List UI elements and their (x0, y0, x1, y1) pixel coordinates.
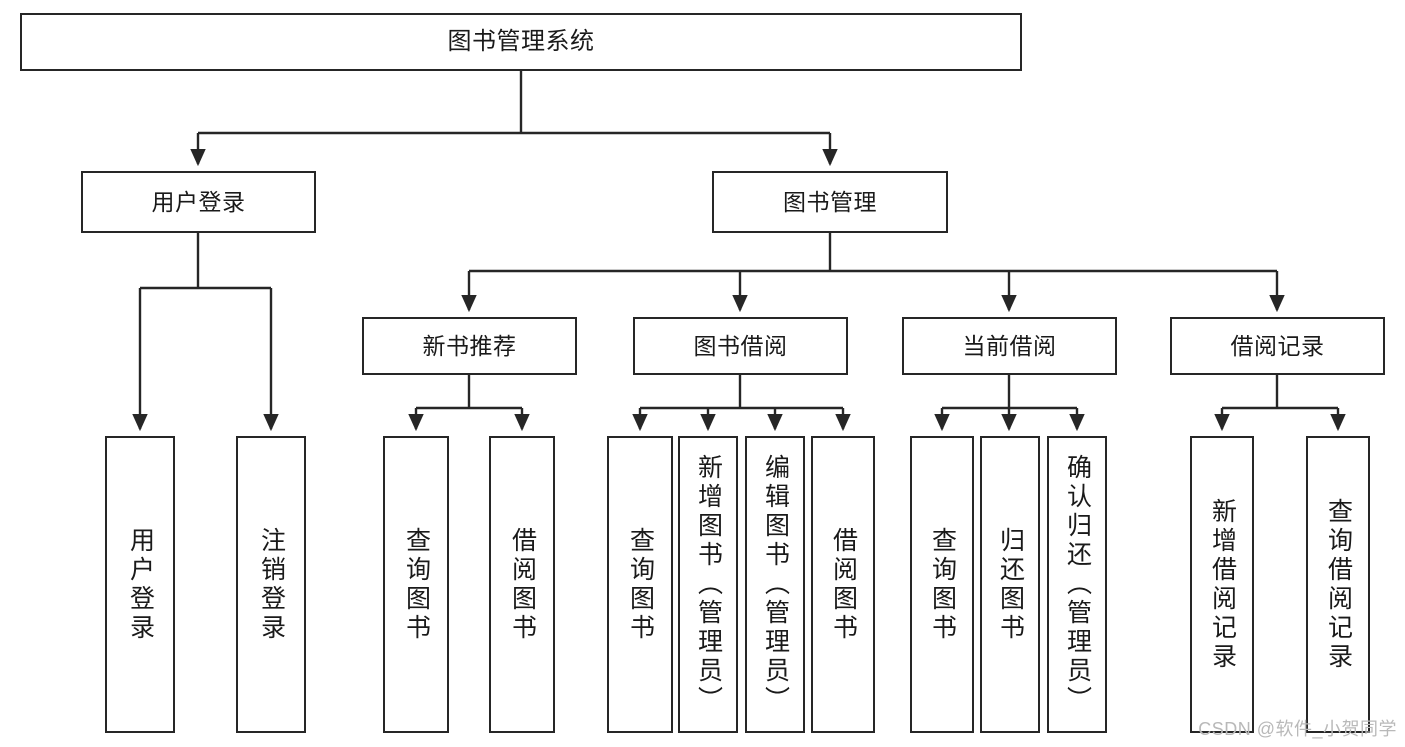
node-leaf-query-book-2[interactable]: 查询图书 (607, 436, 673, 733)
node-root-label: 图书管理系统 (447, 28, 595, 56)
node-leaf-query-book-3[interactable]: 查询图书 (910, 436, 974, 733)
node-leaf-query-record-label: 查询借阅记录 (1324, 497, 1353, 672)
node-leaf-edit-book-label: 编辑图书（管理员） (761, 454, 790, 715)
node-leaf-borrow-book-2[interactable]: 借阅图书 (811, 436, 875, 733)
node-leaf-return-book-label: 归还图书 (996, 526, 1025, 643)
node-leaf-query-book-2-label: 查询图书 (626, 526, 655, 643)
node-leaf-return-book[interactable]: 归还图书 (980, 436, 1040, 733)
node-leaf-add-book-label: 新增图书（管理员） (694, 454, 723, 715)
node-book-manage[interactable]: 图书管理 (712, 171, 948, 233)
node-borrow-record[interactable]: 借阅记录 (1170, 317, 1385, 375)
node-leaf-logout[interactable]: 注销登录 (236, 436, 306, 733)
node-leaf-add-book[interactable]: 新增图书（管理员） (678, 436, 738, 733)
node-current-borrow[interactable]: 当前借阅 (902, 317, 1117, 375)
node-leaf-borrow-book-1[interactable]: 借阅图书 (489, 436, 555, 733)
node-borrow-record-label: 借阅记录 (1230, 332, 1325, 359)
node-new-book-rec[interactable]: 新书推荐 (362, 317, 577, 375)
node-leaf-query-book-1-label: 查询图书 (402, 526, 431, 643)
node-leaf-add-record[interactable]: 新增借阅记录 (1190, 436, 1254, 733)
node-leaf-borrow-book-2-label: 借阅图书 (829, 526, 858, 643)
node-leaf-user-login-label: 用户登录 (126, 526, 155, 643)
node-leaf-user-login[interactable]: 用户登录 (105, 436, 175, 733)
node-current-borrow-label: 当前借阅 (962, 332, 1057, 359)
csdn-watermark: CSDN @软件_小贺同学 (1198, 719, 1397, 739)
node-leaf-query-book-3-label: 查询图书 (928, 526, 957, 643)
node-leaf-add-record-label: 新增借阅记录 (1208, 497, 1237, 672)
node-user-login-label: 用户登录 (151, 188, 246, 215)
node-leaf-confirm-return[interactable]: 确认归还（管理员） (1047, 436, 1107, 733)
node-leaf-borrow-book-1-label: 借阅图书 (508, 526, 537, 643)
node-user-login[interactable]: 用户登录 (81, 171, 316, 233)
node-book-manage-label: 图书管理 (783, 188, 877, 215)
node-leaf-logout-label: 注销登录 (257, 526, 286, 643)
node-leaf-edit-book[interactable]: 编辑图书（管理员） (745, 436, 805, 733)
node-leaf-confirm-return-label: 确认归还（管理员） (1063, 454, 1092, 715)
node-new-book-rec-label: 新书推荐 (422, 332, 517, 359)
node-leaf-query-book-1[interactable]: 查询图书 (383, 436, 449, 733)
node-book-borrow[interactable]: 图书借阅 (633, 317, 848, 375)
node-book-borrow-label: 图书借阅 (693, 332, 788, 359)
node-root[interactable]: 图书管理系统 (20, 13, 1022, 71)
node-leaf-query-record[interactable]: 查询借阅记录 (1306, 436, 1370, 733)
